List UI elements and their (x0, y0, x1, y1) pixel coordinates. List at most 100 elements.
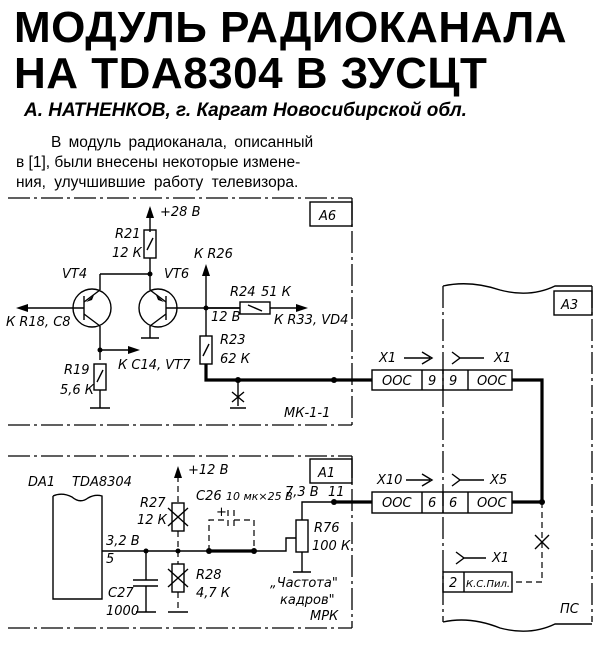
ks-pil-dashed-wire (512, 502, 543, 583)
ground-icon (90, 390, 110, 409)
socket-icon (451, 351, 484, 365)
c26-capacitor (227, 510, 235, 530)
row6-pin-left: 6 (428, 496, 436, 511)
a6-label: А6 (318, 209, 336, 224)
supply-28v-label: +28 В (160, 205, 201, 220)
a3-sublabel: ПС (560, 602, 580, 617)
a6-label-box (309, 201, 353, 227)
x1-left-label: Х1 (378, 351, 396, 366)
connector-dividers (421, 492, 469, 513)
r28-name: R28 (196, 568, 222, 583)
r28-resistor (171, 563, 185, 593)
r21-slash (146, 237, 154, 251)
a3-border-bottom (442, 619, 592, 632)
a3-label: А3 (560, 298, 578, 313)
vt4-emitter-arrow-icon (86, 295, 94, 302)
row2-signal: К.С.Пил. (466, 579, 510, 590)
pin5-voltage: 3,2 В (106, 534, 140, 549)
ground-icon (293, 552, 311, 573)
c27-value: 1000 (106, 604, 139, 619)
r27-value: 12 К (137, 513, 168, 528)
pin5-number: 5 (106, 552, 114, 567)
a3-border-top (442, 283, 592, 294)
da1-ic-body (52, 493, 103, 600)
ground-icon (141, 326, 159, 339)
block-a6: А6 МК-1-1 +28 В R21 12 К VT4 К R18, С8 К… (6, 197, 372, 426)
article-title-line1: МОДУЛЬ РАДИОКАНАЛА (14, 3, 568, 52)
connector-row-9: Х1 Х1 ООС 9 9 ООС (371, 351, 513, 391)
feedback-bus-wire (204, 364, 372, 382)
to-r33-label: К R33, VD4 (274, 313, 348, 328)
junction-dot (331, 499, 337, 505)
to-c14-label: К С14, VT7 (118, 358, 191, 373)
r27-resistor (171, 502, 185, 532)
row6-signal-right: ООС (477, 496, 507, 511)
c26-dashed-wire (208, 519, 255, 551)
r76-caption-line1: „Частота" (270, 576, 338, 591)
arrow-left-icon (16, 304, 28, 312)
row9-pin-right: 9 (449, 374, 457, 389)
vt6-leads (149, 289, 167, 327)
intro-line: В модуль радиоканала, описанный (51, 134, 314, 151)
plug-arrow-icon (404, 351, 434, 365)
block-a3: А3 ПС (442, 283, 593, 632)
connector-row-6: Х10 Х5 ООС 6 6 ООС (371, 473, 513, 514)
row6-pin-right: 6 (449, 496, 457, 511)
arrow-up-icon (174, 466, 182, 478)
r23-value: 62 К (220, 352, 251, 367)
c27-capacitor (133, 551, 158, 613)
r76-potentiometer (295, 519, 309, 553)
da1-name: DA1 (28, 475, 55, 490)
r23-name: R23 (220, 333, 246, 348)
a3-label-box (553, 290, 593, 316)
vt4-label: VT4 (62, 267, 87, 282)
r19-value: 5,6 К (60, 383, 95, 398)
pin11-number: 11 (328, 485, 345, 500)
r19-slash (96, 369, 104, 383)
a1-label: А1 (317, 466, 335, 481)
node-12v-label: 12 В (211, 310, 241, 325)
a1-sublabel: МРК (310, 609, 339, 624)
supply-12v-label: +12 В (188, 463, 229, 478)
r21-name: R21 (115, 227, 141, 242)
cut-mark-icon (534, 534, 550, 550)
pin11-voltage: 7,3 В (285, 485, 319, 500)
a6-sublabel: МК-1-1 (284, 406, 330, 421)
r76-name: R76 (314, 521, 340, 536)
row9-signal-left: ООС (382, 374, 412, 389)
r76-value: 100 К (312, 539, 351, 554)
a3-feedback-wire (512, 378, 544, 504)
connector-dividers (421, 370, 469, 390)
intro-line: в [1], были внесены некоторые измене- (16, 154, 301, 171)
x1-right-label: Х1 (493, 351, 511, 366)
c26-value: 10 мк×25 В (226, 490, 293, 503)
connector-row-2: Х1 2 К.С.Пил. (442, 551, 513, 593)
r24-slash (247, 304, 263, 312)
row6-signal-left: ООС (382, 496, 412, 511)
junction-dot (331, 377, 337, 383)
plug-arrow-icon (406, 473, 434, 487)
cut-ground-icon (230, 380, 246, 409)
vt4-leads (83, 289, 101, 327)
article-title-line2: НА TDA8304 В ЗУСЦТ (14, 49, 488, 98)
row9-signal-right: ООС (477, 374, 507, 389)
supply-arrow-icon (146, 206, 154, 218)
r76-wiper-wire (254, 537, 296, 552)
c26-polarity: + (216, 505, 227, 520)
x10-label: Х10 (376, 473, 402, 488)
r21-value: 12 К (112, 246, 143, 261)
to-r18-label: К R18, С8 (6, 315, 71, 330)
arrow-up-icon (202, 264, 210, 276)
x1-bottom-label: Х1 (491, 551, 509, 566)
r23-slash (202, 343, 210, 357)
intro-paragraph: В модуль радиоканала, описанный в [1], б… (16, 133, 358, 193)
junction-dot (147, 271, 153, 277)
article-author: А. НАТНЕНКОВ, г. Каргат Новосибирской об… (24, 100, 467, 121)
c26-name: С26 (196, 489, 222, 504)
r27-name: R27 (140, 496, 166, 511)
intro-line: ния, улучшившие работу телевизора. (16, 174, 299, 191)
socket-icon (451, 473, 484, 487)
da1-part: TDA8304 (72, 475, 132, 490)
arrow-right-icon (128, 346, 140, 354)
